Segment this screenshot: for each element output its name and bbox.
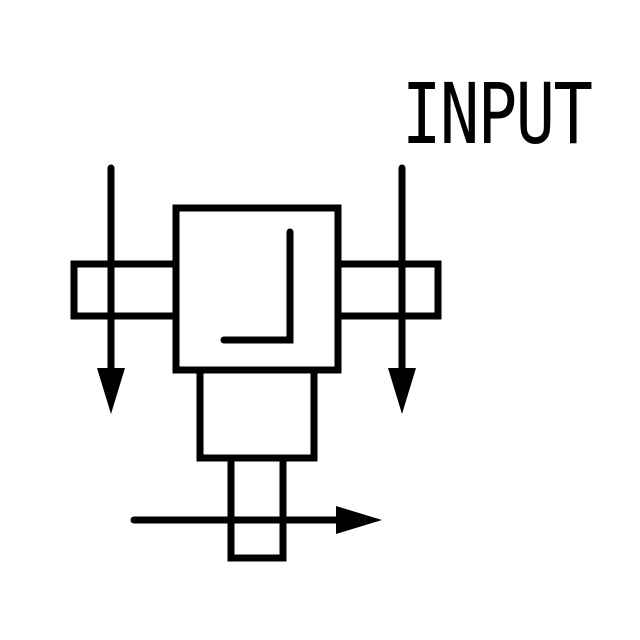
input-label: INPUT — [402, 65, 593, 163]
right-arrow-head — [388, 368, 416, 414]
bottom-shaft-block — [227, 454, 287, 562]
right-angle-symbol — [220, 228, 294, 344]
left-shaft-block — [70, 260, 180, 320]
left-arrow-head — [97, 368, 125, 414]
bottom-arrow-head — [336, 506, 382, 534]
gearbox-housing — [172, 204, 342, 374]
right-shaft-block — [334, 260, 442, 320]
lower-neck-block — [196, 366, 318, 462]
